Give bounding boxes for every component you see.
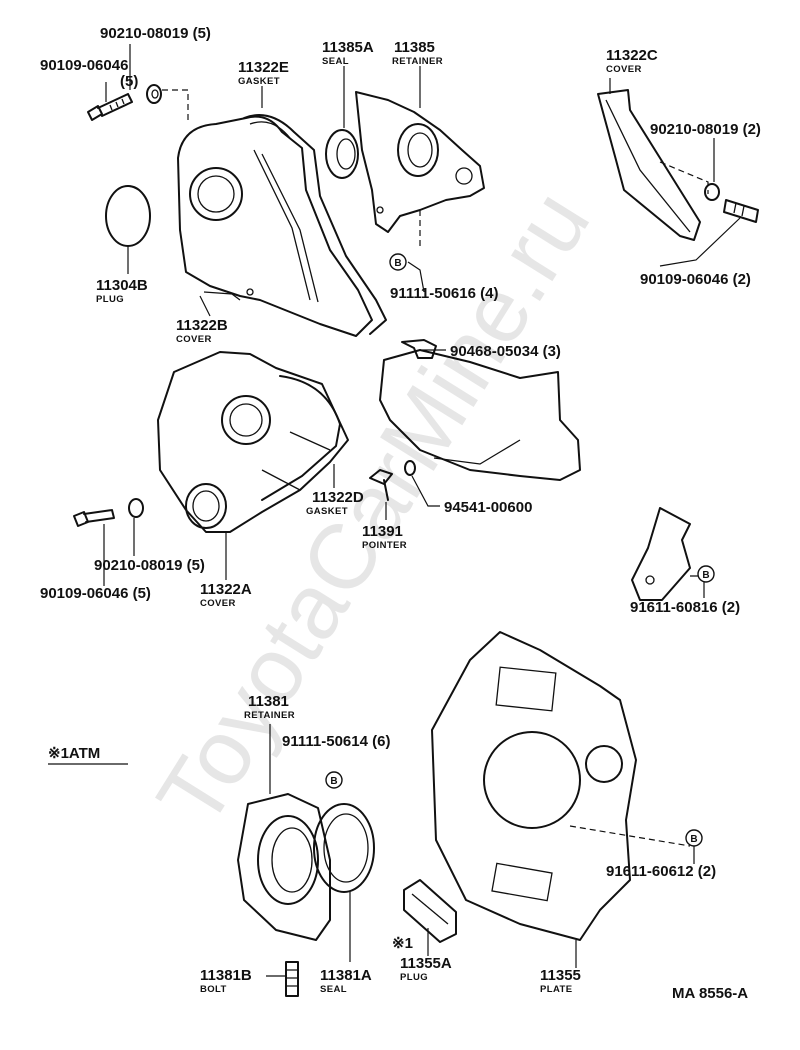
label-11391: 11391 xyxy=(362,523,403,540)
label-11322D: 11322D xyxy=(312,489,364,506)
plate-11355[interactable] xyxy=(431,631,637,941)
label-11381A: 11381A xyxy=(320,967,372,984)
label-11322B: 11322B xyxy=(176,317,228,334)
cover-11322C[interactable] xyxy=(597,89,701,241)
label-11322D-sub: GASKET xyxy=(306,506,348,517)
label-11385: 11385 xyxy=(394,39,435,56)
label-11322B-sub: COVER xyxy=(176,334,212,345)
label-11355A: 11355A xyxy=(400,955,452,972)
label-90109-06046-mid: 90109-06046 (5) xyxy=(40,585,151,602)
plug-11355A[interactable] xyxy=(403,879,457,943)
plug-11304B[interactable] xyxy=(105,185,151,247)
label-90210-08019-mid: 90210-08019 (5) xyxy=(94,557,205,574)
label-11322E-sub: GASKET xyxy=(238,76,280,87)
bolt-11381B[interactable] xyxy=(285,961,299,997)
pointer-11391[interactable] xyxy=(369,469,393,501)
gasket-11322D[interactable] xyxy=(261,375,341,501)
note-1: ※1 xyxy=(392,935,413,952)
seal-11385A[interactable] xyxy=(325,129,359,179)
label-90109-06046-top: 90109-06046 xyxy=(40,57,128,74)
cover-11322B[interactable] xyxy=(177,115,373,337)
assembly-line xyxy=(659,161,709,194)
label-90210-08019-top: 90210-08019 (5) xyxy=(100,25,211,42)
label-11381: 11381 xyxy=(248,693,289,710)
bolt-90109-right[interactable] xyxy=(723,199,759,223)
note-atm: ※1ATM xyxy=(48,745,100,762)
seal-11381A[interactable] xyxy=(313,803,375,893)
bolt-symbol-91111-50614: B xyxy=(325,771,343,789)
label-11381B-sub: BOLT xyxy=(200,984,227,995)
label-90109-06046-top-qty: (5) xyxy=(120,73,138,90)
washer-90210-right[interactable] xyxy=(704,183,720,201)
label-91111-50616: 91111-50616 (4) xyxy=(390,285,498,302)
clip-90468[interactable] xyxy=(401,339,437,359)
engine-block-outline xyxy=(379,349,581,481)
assembly-line xyxy=(569,825,691,847)
label-11304B-sub: PLUG xyxy=(96,294,124,305)
bracket-91611-60816[interactable] xyxy=(631,507,691,601)
label-11381A-sub: SEAL xyxy=(320,984,347,995)
label-11304B: 11304B xyxy=(96,277,148,294)
svg-text:B: B xyxy=(690,834,697,845)
label-11322C: 11322C xyxy=(606,47,658,64)
washer-94541[interactable] xyxy=(404,460,416,476)
bolt-90109-top[interactable] xyxy=(87,93,133,121)
bolt-symbol-91611-60612: B xyxy=(685,829,703,847)
label-11381B: 11381B xyxy=(200,967,252,984)
washer-90210-top[interactable] xyxy=(146,84,162,104)
label-11322E: 11322E xyxy=(238,59,289,76)
label-90468-05034: 90468-05034 (3) xyxy=(450,343,561,360)
label-11385A: 11385A xyxy=(322,39,374,56)
gasket-11322E[interactable] xyxy=(243,114,387,335)
retainer-11385[interactable] xyxy=(355,91,485,233)
washer-90210-mid[interactable] xyxy=(128,498,144,518)
label-90109-06046-right: 90109-06046 (2) xyxy=(640,271,751,288)
bolt-symbol-91111-50616: B xyxy=(389,253,407,271)
retainer-11381[interactable] xyxy=(237,793,331,941)
assembly-line xyxy=(162,89,189,120)
label-11381-sub: RETAINER xyxy=(244,710,295,721)
label-11385A-sub: SEAL xyxy=(322,56,349,67)
cover-11322A[interactable] xyxy=(157,351,349,533)
label-11391-sub: POINTER xyxy=(362,540,407,551)
label-11322A-sub: COVER xyxy=(200,598,236,609)
label-11355: 11355 xyxy=(540,967,581,984)
svg-text:B: B xyxy=(394,258,401,269)
label-91111-50614: 91111-50614 (6) xyxy=(282,733,390,750)
svg-text:B: B xyxy=(702,570,709,581)
leader-lines xyxy=(48,44,741,977)
label-11355-sub: PLATE xyxy=(540,984,572,995)
label-94541-00600: 94541-00600 xyxy=(444,499,532,516)
label-11385-sub: RETAINER xyxy=(392,56,443,67)
drawing-code: MA 8556-A xyxy=(672,985,748,1002)
label-91611-60816: 91611-60816 (2) xyxy=(630,599,740,616)
svg-text:B: B xyxy=(330,776,337,787)
label-11322A: 11322A xyxy=(200,581,252,598)
label-90210-08019-right: 90210-08019 (2) xyxy=(650,121,761,138)
bolt-90109-mid[interactable] xyxy=(73,509,115,527)
label-91611-60612: 91611-60612 (2) xyxy=(606,863,716,880)
label-11355A-sub: PLUG xyxy=(400,972,428,983)
label-11322C-sub: COVER xyxy=(606,64,642,75)
bolt-symbol-91611-60816: B xyxy=(697,565,715,583)
